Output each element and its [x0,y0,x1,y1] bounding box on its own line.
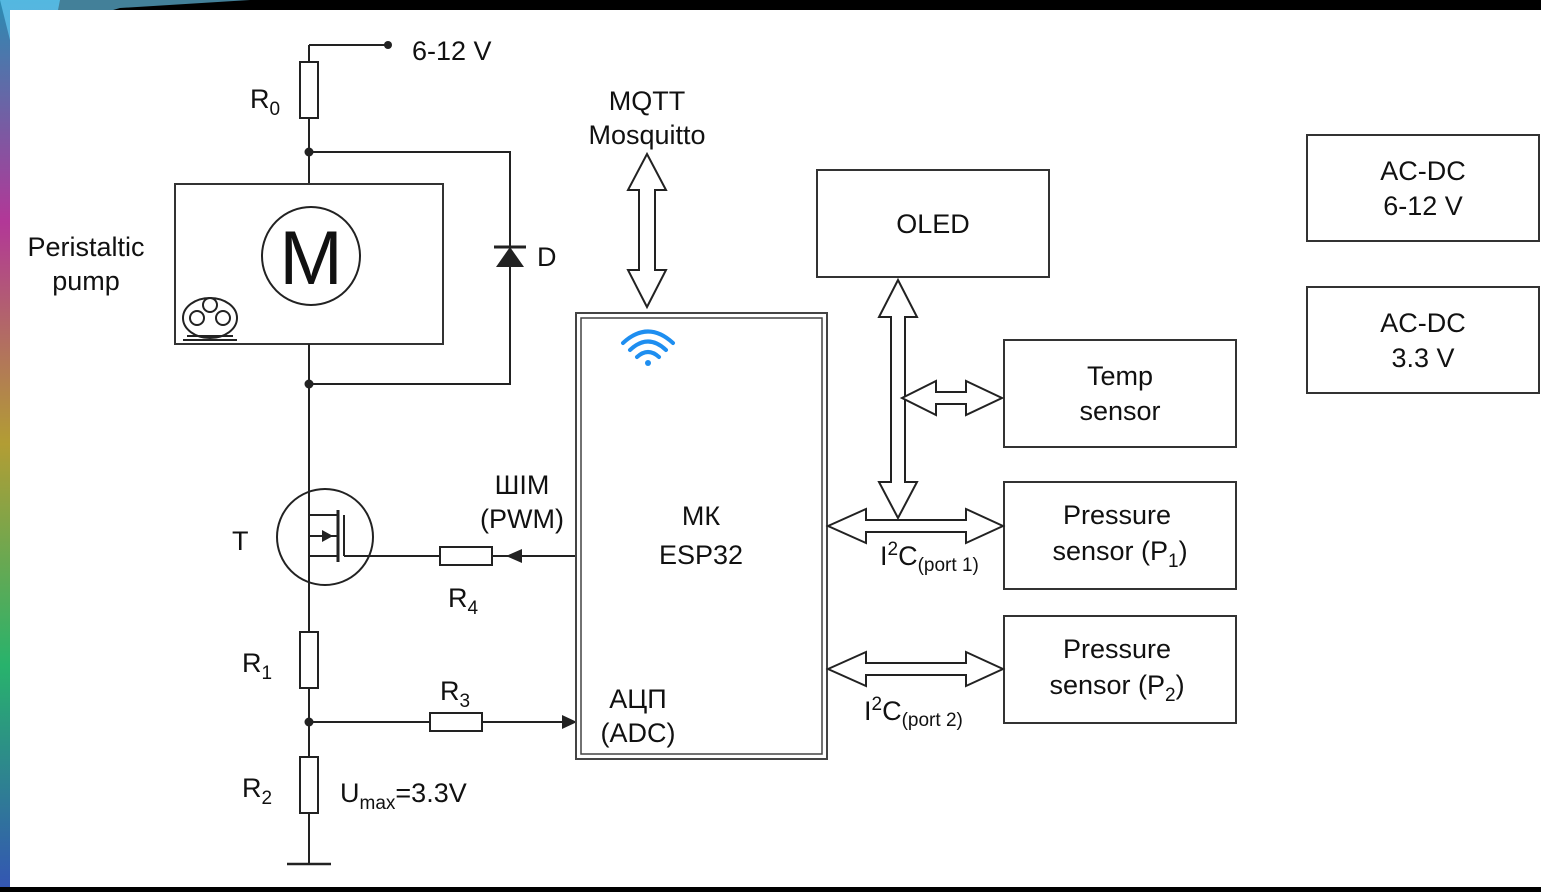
transistor-t: T [232,488,440,590]
svg-text:R3: R3 [440,676,470,712]
r3-letter: R [440,676,460,706]
pressure1-line2: sensor (P1) [1052,536,1187,572]
r1-index: 1 [262,663,273,684]
adc-label-line1: АЦП [609,684,666,714]
pwm-arrowhead [506,549,522,563]
resistor-r3: R3 [429,676,483,732]
resistor-r2: R2 [242,756,319,814]
adc-arrowhead [562,715,577,729]
i2c1-label: I2C(port 1) [880,539,979,576]
svg-text:R1: R1 [242,648,272,684]
r4-index: 4 [468,598,479,619]
r1-letter: R [242,648,262,678]
mqtt-label-line2: Mosquitto [588,120,705,150]
r0-index: 0 [270,99,281,120]
supply-label: 6-12 V [412,36,492,66]
diode-letter: D [537,242,557,272]
pressure1-line1: Pressure [1063,500,1171,530]
pump-label-line1: Peristaltic [27,232,144,262]
wifi-icon [621,329,675,366]
i2c-port1-arrow [825,507,1006,545]
acdc-6-12v-block: AC-DC 6-12 V [1306,134,1540,242]
oled-bus-arrow [877,277,919,521]
mcu-esp32-block: МК ESP32 АЦП (ADC) [575,312,828,760]
circuit-diagram: 6-12 V R0 M Peristaltic pump D [27,36,1540,866]
r0-letter: R [250,84,270,114]
r2-index: 2 [262,788,273,809]
resistor-r4: R4 [439,546,493,619]
mqtt-bidirectional-arrow [626,151,668,310]
svg-text:R2: R2 [242,773,272,809]
pressure-sensor-2-block: Pressure sensor (P2) [1003,615,1237,724]
mcu-label-line2: ESP32 [659,540,743,570]
pressure-sensor-1-block: Pressure sensor (P1) [1003,481,1237,590]
i2c-port2-arrow [825,650,1006,688]
temp-sensor-block: Temp sensor [1003,339,1237,448]
pump-label-line2: pump [52,266,120,296]
pump-rotor-icon [182,297,238,341]
pwm-label-line1: ШІМ [495,470,550,500]
diagram-canvas: 6-12 V R0 M Peristaltic pump D [10,10,1541,887]
resistor-r1: R1 [242,631,319,689]
transistor-letter: T [232,526,249,556]
svg-text:R0: R0 [250,84,280,120]
acdc-3-3v-block: AC-DC 3.3 V [1306,286,1540,394]
acdc1-line2: 6-12 V [1383,191,1463,221]
pressure2-line2: sensor (P2) [1049,670,1184,706]
adc-label-line2: (ADC) [601,718,676,748]
temp-sensor-line2: sensor [1079,396,1160,426]
resistor-r0: R0 [250,61,319,120]
peristaltic-pump: M Peristaltic pump [27,183,444,345]
oled-block: OLED [816,169,1050,278]
acdc1-line1: AC-DC [1380,156,1466,186]
r4-letter: R [448,583,468,613]
supply-terminal: 6-12 V [309,36,492,66]
temp-bus-arrow [899,379,1005,417]
acdc2-line2: 3.3 V [1391,343,1454,373]
r3-index: 3 [460,691,471,712]
mcu-label-line1: МК [682,501,720,531]
diode-d: D [494,242,557,272]
temp-sensor-line1: Temp [1087,361,1153,391]
r2-letter: R [242,773,262,803]
pressure2-line1: Pressure [1063,634,1171,664]
acdc2-line1: AC-DC [1380,308,1466,338]
svg-text:R4: R4 [448,583,479,619]
oled-label: OLED [896,209,970,239]
i2c2-label: I2C(port 2) [864,694,963,731]
umax-label: Umax=3.3V [340,778,467,814]
motor-letter: M [279,216,342,301]
pwm-label-line2: (PWM) [480,504,564,534]
motor-icon [261,206,361,306]
mqtt-label-line1: MQTT [609,86,685,116]
